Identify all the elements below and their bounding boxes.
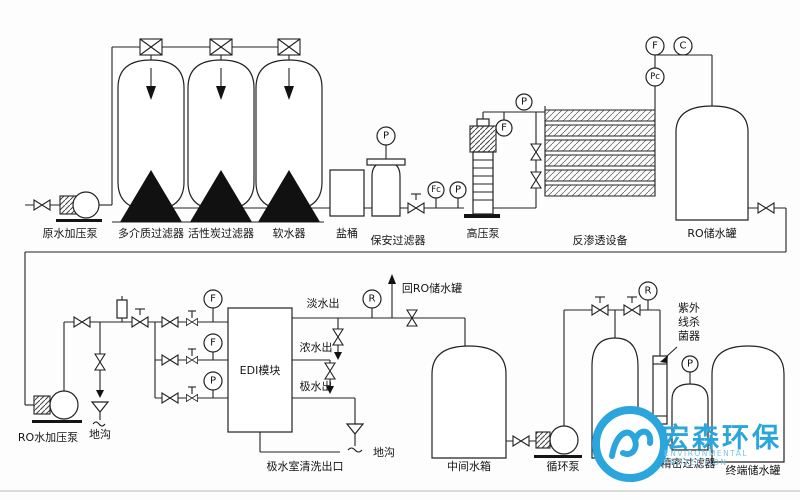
hp-pump-shape [464, 118, 500, 218]
label-ro-tank: RO储水罐 [687, 227, 737, 240]
valves [33, 143, 775, 447]
label-uv-sterilizer: 紫外线杀菌器 [678, 301, 700, 342]
drain-funnels [90, 274, 396, 453]
instrument-f-permeate: F [652, 40, 658, 52]
label-fresh-water-out: 淡水出 [306, 297, 340, 310]
label-softener: 软水器 [272, 227, 306, 240]
instrument-f-edi-1: F [210, 293, 216, 305]
label-cartridge-filter: 保安过滤器 [370, 234, 426, 247]
instrument-p-feed: P [454, 184, 462, 196]
ro-storage-tank-shape [675, 105, 749, 221]
label-terminal-tank: 终端储水罐 [725, 464, 781, 477]
precision-filter-shape [671, 383, 709, 451]
instrument-r-loop: R [644, 285, 652, 297]
label-intermediate-tank: 中间水箱 [447, 460, 491, 473]
instrument-p-hp: P [520, 96, 528, 108]
instrument-p-edi-3: P [209, 375, 217, 387]
label-ro-unit: 反渗透设备 [572, 234, 628, 247]
label-circulation-pump: 循环泵 [546, 460, 580, 473]
pretreatment-tanks [112, 38, 324, 223]
intermediate-tank-shape [431, 345, 507, 459]
uv-sterilizer-shape [652, 355, 668, 425]
label-edi-module: EDI模块 [239, 364, 281, 377]
salt-tank-shape [329, 169, 365, 217]
instrument-pc-permeate: Pc [650, 72, 660, 82]
instrument-p-cartridge: P [382, 130, 390, 142]
instrument-p-precision: P [686, 358, 694, 370]
instrument-r-fresh: R [368, 293, 376, 305]
instrument-circles [203, 36, 699, 391]
pumps [32, 191, 582, 458]
label-electrode-water-out: 极水出 [299, 380, 333, 393]
label-ro-booster-pump: RO水加压泵 [17, 431, 79, 444]
cartridge-filter-shape [366, 158, 406, 217]
label-carbon-filter: 活性炭过滤器 [188, 227, 254, 240]
edi-module-shape [227, 307, 293, 433]
label-drain-right: 地沟 [373, 446, 395, 459]
label-raw-water-pump: 原水加压泵 [42, 227, 98, 240]
instrument-f-edi-2: F [210, 337, 216, 349]
tall-vessel-shape [591, 337, 639, 459]
label-concentrate-out: 浓水出 [299, 341, 333, 354]
label-electrode-chamber-outlet: 极水室清洗出口 [266, 460, 344, 473]
instrument-c-permeate: C [679, 40, 687, 52]
label-precision-filter: 精密过滤器 [660, 457, 716, 470]
label-hp-pump: 高压泵 [466, 227, 500, 240]
label-multimedia-filter: 多介质过滤器 [118, 227, 184, 240]
label-salt-tank: 盐桶 [336, 227, 358, 240]
terminal-tank-shape [711, 345, 785, 463]
label-drain-left: 地沟 [89, 428, 111, 441]
ro-membrane-rack [544, 106, 656, 197]
instrument-fc-feed: Fc [431, 185, 441, 195]
instrument-f-hp: F [501, 122, 507, 134]
label-return-ro-tank: 回RO储水罐 [401, 282, 463, 295]
